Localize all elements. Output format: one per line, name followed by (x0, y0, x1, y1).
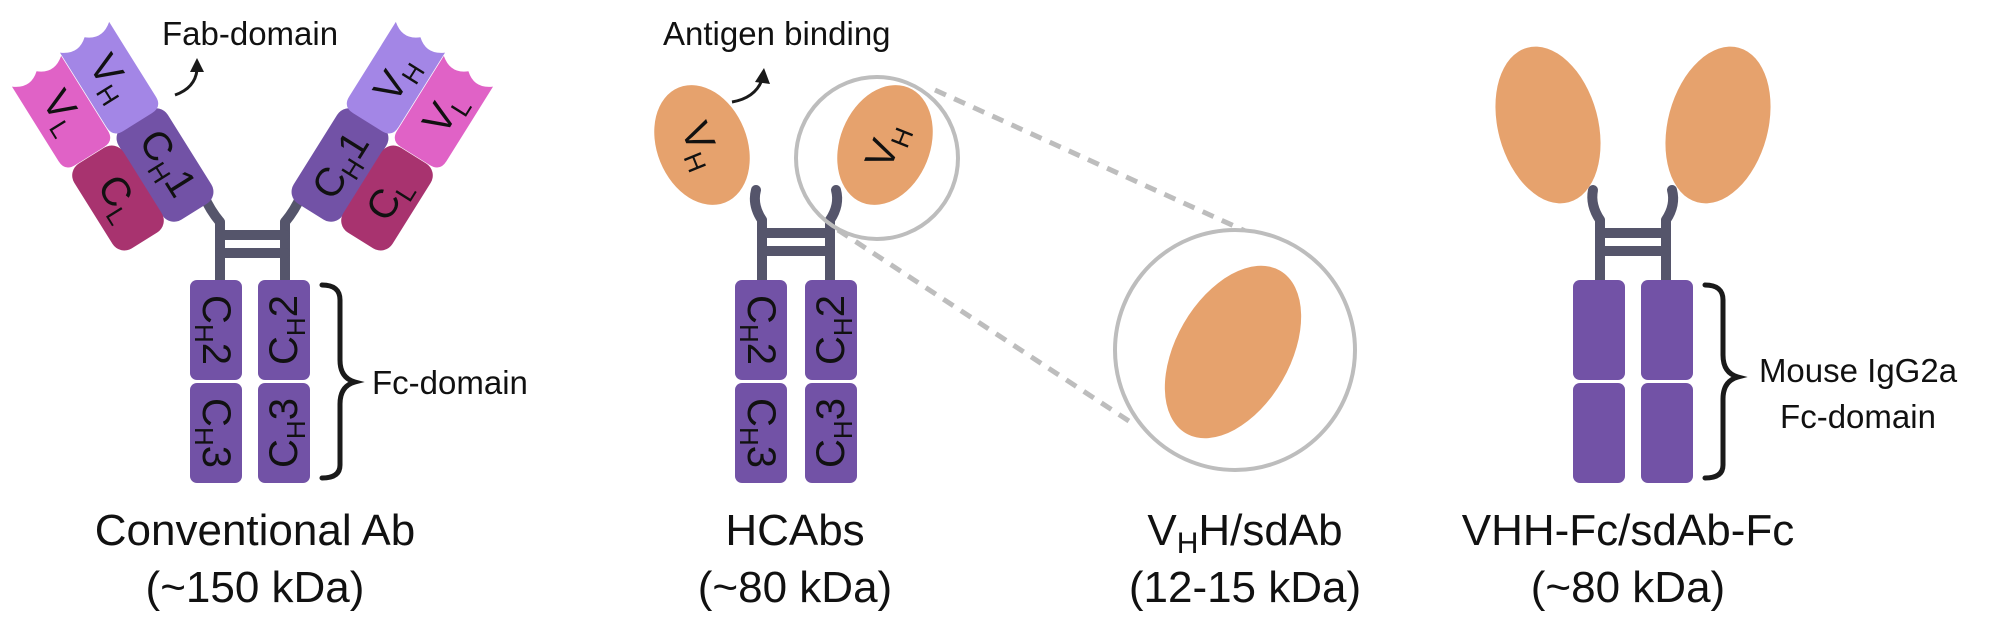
hcabs-caption-line2: (~80 kDa) (698, 563, 892, 612)
antigen-binding-arrow-icon (731, 68, 770, 104)
hcab-right-ch3-sub: H (828, 420, 858, 439)
right-ch2-num: 2 (262, 295, 306, 317)
zoom-line-top (933, 87, 1267, 243)
right-heavy-chain-fab: CH1 VH (291, 21, 446, 222)
left-vl-domain (11, 55, 111, 168)
hcab-right-ch2-domain (805, 280, 857, 380)
fc-domain-label: Fc-domain (372, 364, 528, 401)
vhh-fc-right-ch2 (1641, 280, 1693, 380)
left-ch2-num: 2 (194, 343, 238, 365)
hcab-left-vh-domain (654, 85, 750, 205)
right-ch2-domain (258, 280, 310, 380)
hcab-right-ch3-domain (805, 383, 857, 483)
hcabs-caption-line1: HCAbs (725, 506, 864, 555)
hcab-hinge (749, 185, 843, 290)
hcab-right-vh-domain (837, 85, 933, 205)
vhh-caption-main2: H/sdAb (1198, 506, 1342, 555)
right-light-chain: CL VL (341, 55, 494, 251)
right-vl-domain (394, 55, 494, 168)
right-ch2-main: C (262, 336, 306, 365)
right-ch3-main: C (262, 439, 306, 468)
heavy-chain-antibody: VH VH CH2 CH3 CH2 CH3 Antigen binding HC… (654, 15, 933, 612)
hcab-left-ch3-sub: H (734, 427, 764, 446)
vhh-fc-fc (1573, 280, 1693, 483)
fab-arrow-icon (174, 58, 204, 97)
conventional-fc: CH2 CH3 CH2 CH3 (189, 280, 311, 483)
left-ch3-domain (190, 383, 242, 483)
left-ch3-sub: H (189, 427, 219, 446)
hcab-fc: CH2 CH3 CH2 CH3 (734, 280, 858, 483)
right-ch1-domain (291, 108, 389, 222)
vhh-domain (1164, 265, 1302, 439)
vhh-fc-antibody: Mouse IgG2a Fc-domain VHH-Fc/sdAb-Fc (~8… (1462, 46, 1958, 612)
left-ch2-sub: H (189, 324, 219, 343)
vhh-caption-sub: H (1177, 527, 1199, 560)
zoom-line-bottom (836, 227, 1137, 428)
vhh-caption-main1: V (1147, 506, 1177, 555)
svg-text:CH3: CH3 (189, 398, 238, 468)
svg-text:VH: VH (365, 48, 431, 113)
conventional-caption-line2: (~150 kDa) (146, 563, 365, 612)
vhh-fc-right-vhh (1665, 46, 1771, 204)
svg-text:CH2: CH2 (189, 295, 238, 365)
hcab-left-ch3-main: C (739, 398, 783, 427)
left-vh-domain (59, 21, 159, 134)
fc-bracket (319, 282, 365, 481)
hcab-left-ch2-domain (735, 280, 787, 380)
svg-text:CH2: CH2 (262, 295, 311, 365)
zoom-source-circle (794, 75, 960, 241)
hcab-left-ch3-domain (735, 383, 787, 483)
vhh-fc-right-ch3 (1641, 383, 1693, 483)
hcab-right-ch3-main: C (809, 439, 853, 468)
left-ch3-num: 3 (194, 446, 238, 468)
right-ch3-domain (258, 383, 310, 483)
left-heavy-chain-fab: CH1 VH (59, 21, 214, 222)
hcab-left-ch2-sub: H (734, 324, 764, 343)
antigen-binding-label: Antigen binding (663, 15, 891, 52)
left-ch1-domain (116, 108, 214, 222)
conventional-caption-line1: Conventional Ab (95, 506, 415, 555)
svg-text:CH3: CH3 (734, 398, 783, 468)
left-ch2-main: C (194, 295, 238, 324)
svg-text:CH3: CH3 (262, 398, 311, 468)
conventional-antibody: CH1 VH CL VL (11, 15, 528, 612)
mouse-fc-label-line1: Mouse IgG2a (1759, 352, 1958, 389)
vhh-caption-line2: (12-15 kDa) (1129, 563, 1361, 612)
vhh-fc-caption-line1: VHH-Fc/sdAb-Fc (1462, 506, 1794, 555)
hcab-left-ch2-main: C (739, 295, 783, 324)
left-cl-domain (72, 145, 164, 251)
vhh-fc-left-vhh (1495, 46, 1601, 204)
mouse-fc-label-line2: Fc-domain (1780, 398, 1936, 435)
right-vh-domain (346, 21, 446, 134)
hcab-right-ch3-num: 3 (809, 398, 853, 420)
vhh-fc-caption-line2: (~80 kDa) (1531, 563, 1725, 612)
left-ch3-main: C (194, 398, 238, 427)
vhh-fc-hinge (1587, 185, 1679, 290)
right-ch2-sub: H (281, 317, 311, 336)
right-cl-domain (341, 145, 433, 251)
hcab-right-ch2-sub: H (828, 317, 858, 336)
svg-text:CH3: CH3 (809, 398, 858, 468)
svg-text:CH2: CH2 (809, 295, 858, 365)
hcab-right-ch2-num: 2 (809, 295, 853, 317)
mouse-fc-bracket (1702, 282, 1748, 481)
hcab-left-ch3-num: 3 (739, 446, 783, 468)
vhh-fc-left-ch3 (1573, 383, 1625, 483)
fab-domain-label: Fab-domain (162, 15, 338, 52)
hcab-left-ch2-num: 2 (739, 343, 783, 365)
vhh-caption-line1: VHH/sdAb (1147, 506, 1342, 560)
hcab-right-ch2-main: C (809, 336, 853, 365)
left-light-chain: CL VL (11, 55, 164, 251)
svg-text:CH2: CH2 (734, 295, 783, 365)
vhh-fc-left-ch2 (1573, 280, 1625, 380)
right-ch3-num: 3 (262, 398, 306, 420)
zoom-callout (794, 75, 1357, 472)
right-ch3-sub: H (281, 420, 311, 439)
left-ch2-domain (190, 280, 242, 380)
